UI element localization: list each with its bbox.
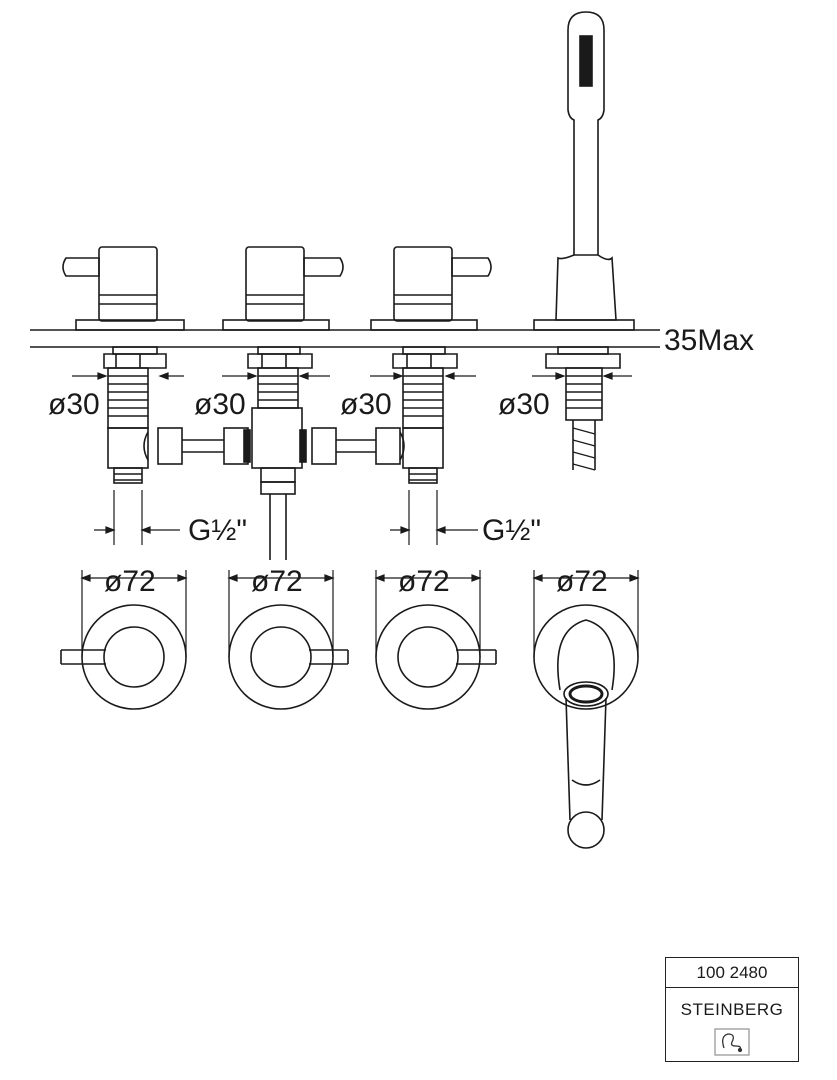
hand-shower-plan xyxy=(533,604,639,849)
deck-lines xyxy=(30,329,660,348)
deck-thickness-label: 35Max xyxy=(664,324,754,357)
brand-name: STEINBERG xyxy=(680,1000,784,1019)
thread-size-label-1: G½" xyxy=(188,514,247,547)
rosette-diameter-label-4: ø72 xyxy=(556,565,608,598)
thread-size-label-2: G½" xyxy=(482,514,541,547)
stem-diameter-label-1: ø30 xyxy=(48,388,100,421)
valve-2-plan xyxy=(228,604,349,710)
article-number: 100 2480 xyxy=(666,958,798,988)
dimension-lines xyxy=(72,372,640,657)
connecting-pipes xyxy=(143,427,405,465)
stem-diameter-label-4: ø30 xyxy=(498,388,550,421)
valve-1-plan xyxy=(60,604,187,710)
valve-3-elevation xyxy=(370,246,492,484)
rosette-diameter-label-3: ø72 xyxy=(398,565,450,598)
valve-3-plan xyxy=(375,604,497,710)
stem-diameter-label-3: ø30 xyxy=(340,388,392,421)
rosette-diameter-label-1: ø72 xyxy=(104,565,156,598)
title-block: 100 2480 STEINBERG xyxy=(665,957,799,1062)
steinberg-logo-icon xyxy=(714,1028,750,1056)
stem-diameter-label-2: ø30 xyxy=(194,388,246,421)
valve-1-elevation xyxy=(62,246,185,484)
hand-shower-elevation xyxy=(533,11,635,471)
rosette-diameter-label-2: ø72 xyxy=(251,565,303,598)
dimension-labels: 35Max ø30 ø30 ø30 ø30 G½" G½" ø72 ø72 ø7… xyxy=(48,324,754,598)
